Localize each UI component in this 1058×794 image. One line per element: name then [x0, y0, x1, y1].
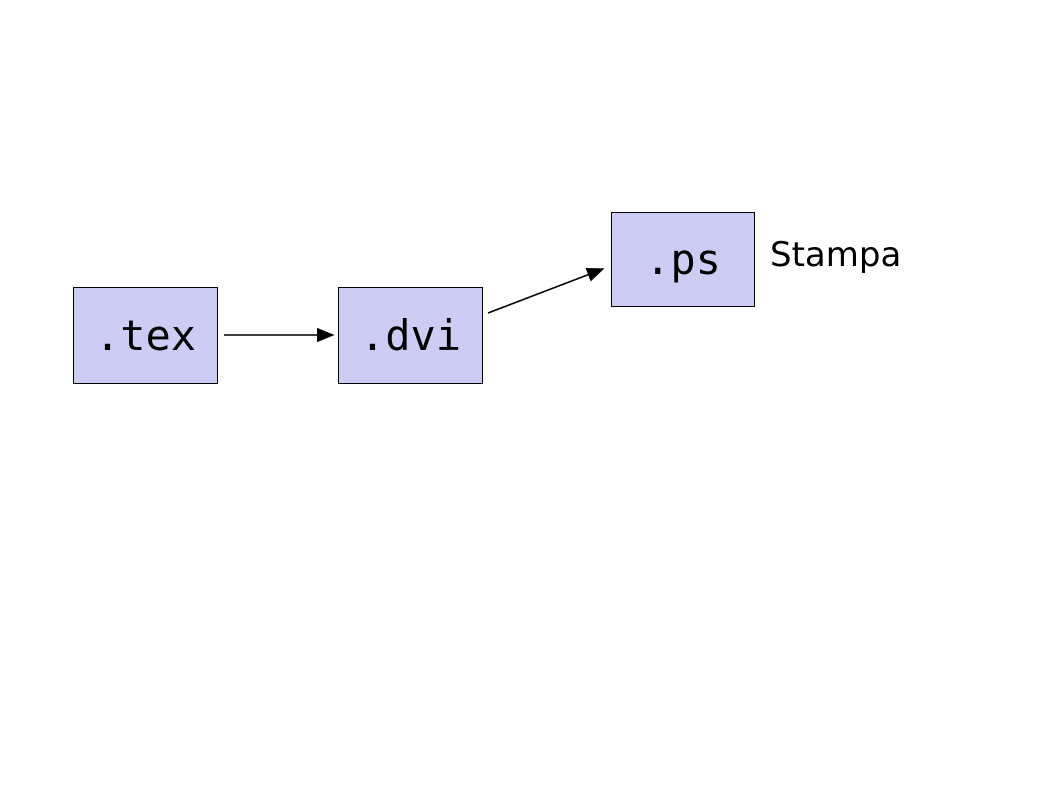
node-ps-label: .ps — [645, 234, 721, 284]
arrow-dvi-to-ps — [487, 267, 605, 314]
node-dvi-label: .dvi — [359, 310, 462, 360]
node-tex-label: .tex — [94, 310, 197, 360]
node-ps: .ps — [611, 212, 755, 307]
node-tex: .tex — [73, 287, 218, 384]
stampa-label: Stampa — [770, 235, 902, 275]
node-dvi: .dvi — [338, 287, 483, 384]
